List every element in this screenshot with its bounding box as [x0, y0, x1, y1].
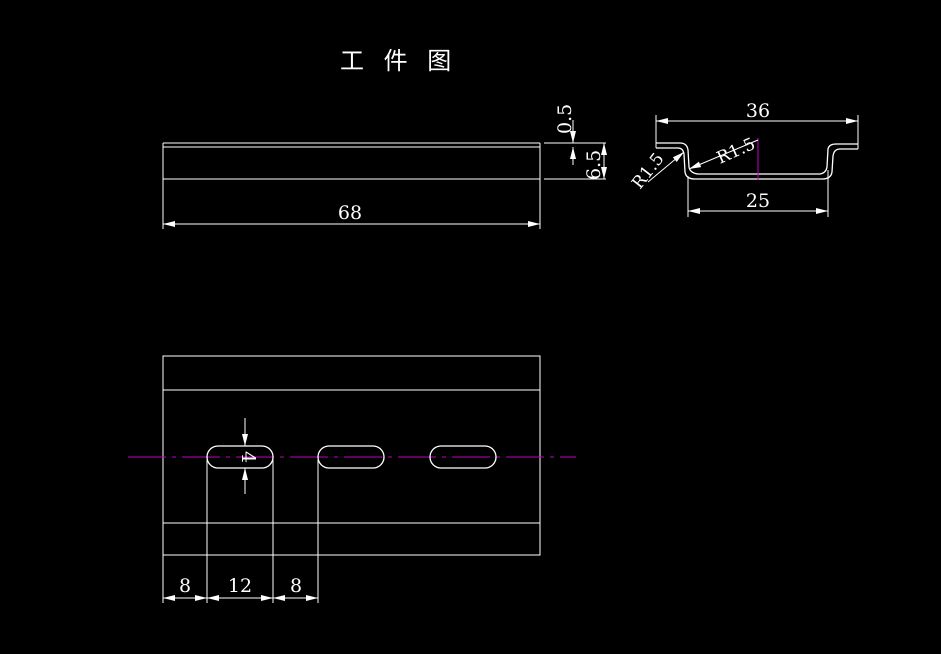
side-view: 68 0.5 6.5	[162, 104, 607, 229]
height-dimension-label: 6.5	[583, 150, 605, 180]
slot-1	[206, 445, 274, 469]
gap-dimension-label: 8	[290, 575, 302, 597]
radius-left-leader	[647, 151, 685, 183]
slot-length-dimension-label: 12	[228, 575, 252, 597]
plan-outline	[162, 355, 541, 556]
profile-outer	[656, 142, 858, 175]
offset-dimension-label: 8	[179, 575, 191, 597]
radius-right-label: R1.5	[714, 134, 759, 168]
slot-width-label: 4	[237, 451, 259, 463]
bottom-width-dimension-label: 25	[746, 190, 770, 212]
top-width-dimension-label: 36	[746, 100, 770, 122]
slot-2	[317, 445, 385, 469]
slot-3	[429, 445, 497, 469]
section-view: 36 25 R1.5 R1.5	[628, 100, 859, 217]
plan-view: 4 8 12 8	[128, 355, 576, 603]
thickness-dimension-label: 0.5	[554, 104, 576, 134]
radius-left-label: R1.5	[628, 149, 668, 193]
radius-right-leader	[688, 139, 759, 170]
drawing-title: 工 件 图	[340, 47, 457, 75]
length-dimension-label: 68	[338, 202, 362, 224]
